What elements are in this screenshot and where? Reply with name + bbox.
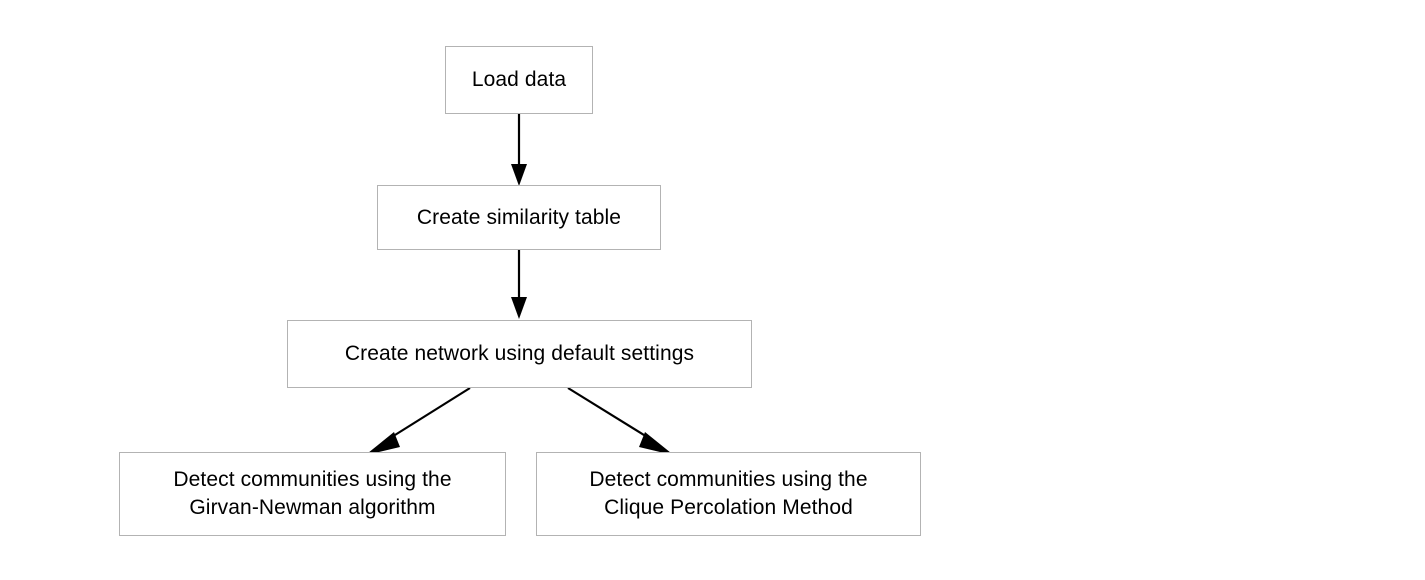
- node-create-network-default-settings[interactable]: Create network using default settings: [287, 320, 752, 388]
- arrowhead-down-left-icon: [368, 432, 400, 453]
- node-detect-communities-girvan-newman[interactable]: Detect communities using the Girvan-Newm…: [119, 452, 506, 536]
- node-create-similarity-table[interactable]: Create similarity table: [377, 185, 661, 250]
- edge-line-diagonal-right: [567, 387, 653, 441]
- arrowhead-down-icon-2: [511, 297, 527, 319]
- node-load-data[interactable]: Load data: [445, 46, 593, 114]
- edge-create-network-to-clique-percolation: [567, 387, 671, 453]
- arrowhead-down-right-icon: [639, 432, 671, 453]
- edge-create-network-to-girvan-newman: [368, 387, 471, 453]
- edge-line-diagonal-left: [386, 387, 471, 441]
- node-detect-communities-clique-percolation[interactable]: Detect communities using the Clique Perc…: [536, 452, 921, 536]
- edge-similarity-table-to-create-network: [511, 250, 527, 319]
- arrowhead-down-icon-1: [511, 164, 527, 186]
- edge-load-data-to-similarity-table: [511, 114, 527, 186]
